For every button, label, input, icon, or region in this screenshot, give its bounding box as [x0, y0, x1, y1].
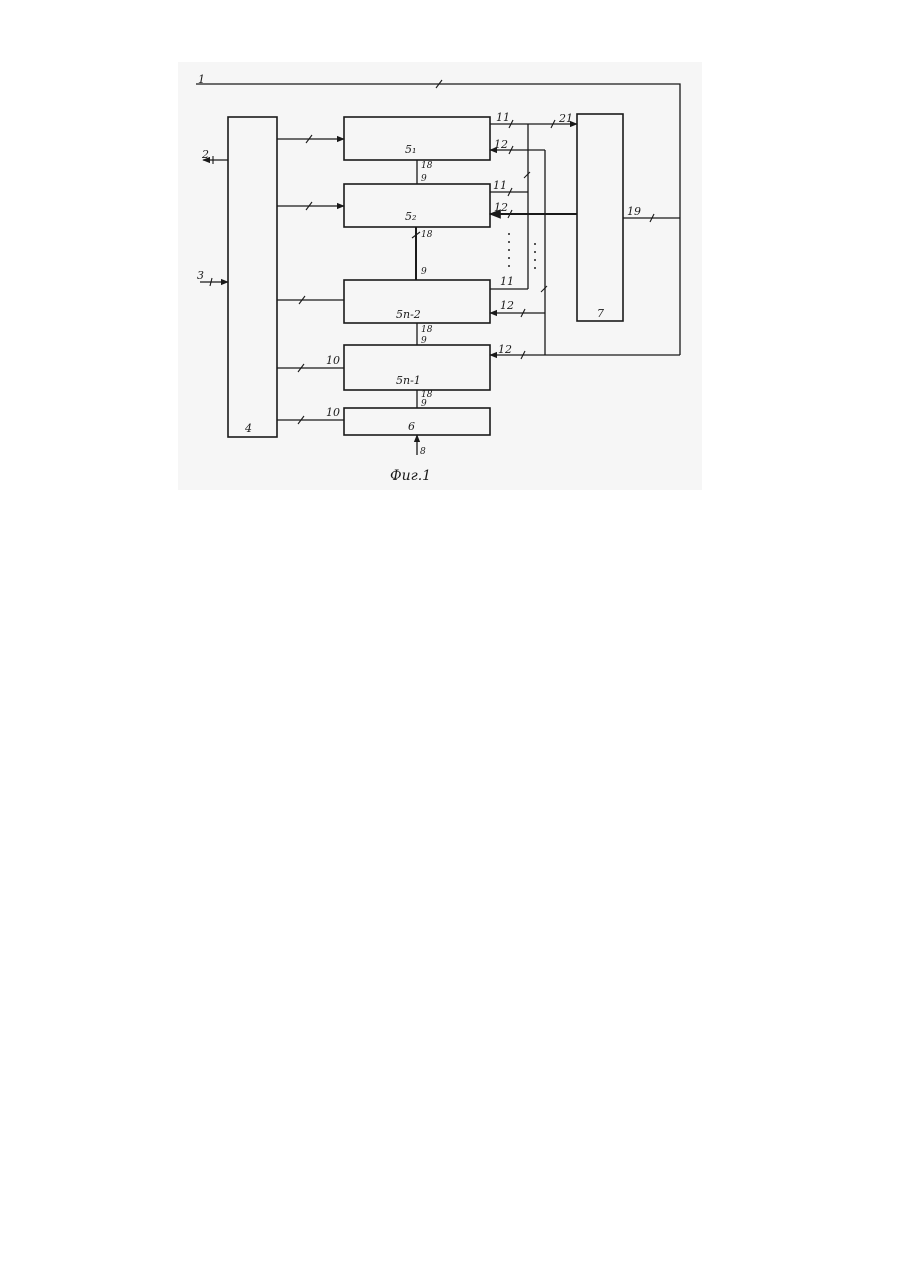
- label-block-5-n-1: 5n-1: [396, 374, 421, 387]
- label-link-18-c: 18: [421, 325, 433, 335]
- block-5-1: [344, 117, 490, 160]
- continuation-dots-11: [508, 233, 510, 267]
- label-link-9-d: 9: [421, 399, 427, 409]
- label-line-10-a: 10: [326, 354, 340, 367]
- label-line-21: 21: [558, 112, 573, 125]
- label-block-5-n-2: 5n-2: [396, 308, 421, 321]
- label-block-6: 6: [408, 420, 415, 433]
- block-4: [228, 117, 277, 437]
- label-link-9-b: 9: [421, 267, 427, 277]
- label-line-11-a: 11: [496, 111, 510, 124]
- label-line-11-c: 11: [500, 275, 514, 288]
- block-6: [344, 408, 490, 435]
- label-block-4: 4: [244, 422, 252, 435]
- label-block-7: 7: [597, 307, 604, 320]
- label-link-18-a: 18: [421, 161, 433, 171]
- label-line-12-a: 12: [494, 138, 508, 151]
- label-line-19: 19: [627, 205, 641, 218]
- block-7: [577, 114, 623, 321]
- label-line-12-b: 12: [494, 201, 508, 214]
- block-5-2: [344, 184, 490, 227]
- label-line-12-c: 12: [500, 299, 514, 312]
- label-line-11-b: 11: [493, 179, 507, 192]
- label-line-8: 8: [420, 447, 426, 457]
- continuation-dots-12: [534, 243, 536, 269]
- label-link-9-a: 9: [421, 174, 427, 184]
- label-line-2: 2: [201, 148, 209, 161]
- label-line-3: 3: [197, 269, 204, 282]
- figure-caption: Фиг.1: [390, 468, 431, 484]
- label-block-5-2: 5₂: [405, 210, 416, 223]
- line-1-bus: [196, 84, 680, 355]
- label-line-12-d: 12: [498, 343, 512, 356]
- label-block-5-1: 5₁: [405, 143, 416, 156]
- label-link-9-c: 9: [421, 336, 427, 346]
- label-link-18-b: 18: [421, 230, 433, 240]
- label-line-1: 1: [198, 73, 205, 86]
- label-line-10-b: 10: [326, 406, 340, 419]
